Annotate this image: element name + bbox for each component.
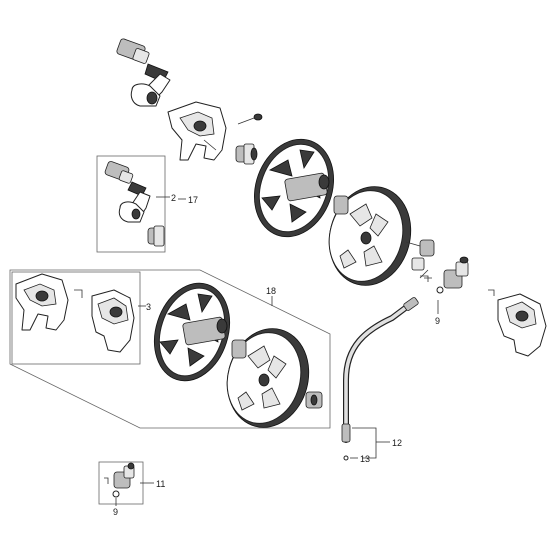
reel-disc-upper-right xyxy=(328,186,412,286)
kit-box-17 xyxy=(96,155,166,253)
fitting-nut-lower xyxy=(305,391,323,409)
right-support-bracket xyxy=(488,289,547,357)
bracket-kit-right xyxy=(91,289,135,353)
callout-9-lower: 9 xyxy=(113,507,118,517)
reel-disc-lower-right xyxy=(226,328,310,428)
callout-13: 13 xyxy=(360,454,370,464)
reel-disc-lower-left xyxy=(154,282,230,382)
crank-handle-assembly xyxy=(116,38,171,107)
leader-lines xyxy=(115,196,439,506)
callout-17: 17 xyxy=(188,195,198,205)
callout-2: 2 xyxy=(171,193,176,203)
left-support-bracket xyxy=(167,101,227,161)
bracket-kit-left xyxy=(15,273,83,331)
fitting-kit-11 xyxy=(104,462,135,498)
callout-9-upper: 9 xyxy=(435,316,440,326)
callout-18: 18 xyxy=(266,286,276,296)
screw xyxy=(237,113,263,125)
crank-kit-contents xyxy=(104,161,165,247)
elbow-fitting xyxy=(420,256,469,294)
callout-11: 11 xyxy=(156,479,165,489)
kit-box-18 xyxy=(9,269,331,429)
callout-12: 12 xyxy=(392,438,402,448)
hose xyxy=(341,297,419,461)
kit-box-3 xyxy=(11,271,141,365)
callout-3: 3 xyxy=(146,302,151,312)
connector-nut xyxy=(235,143,258,165)
reel-disc-upper-left xyxy=(254,138,334,238)
screw-and-fitting-right xyxy=(405,239,435,279)
